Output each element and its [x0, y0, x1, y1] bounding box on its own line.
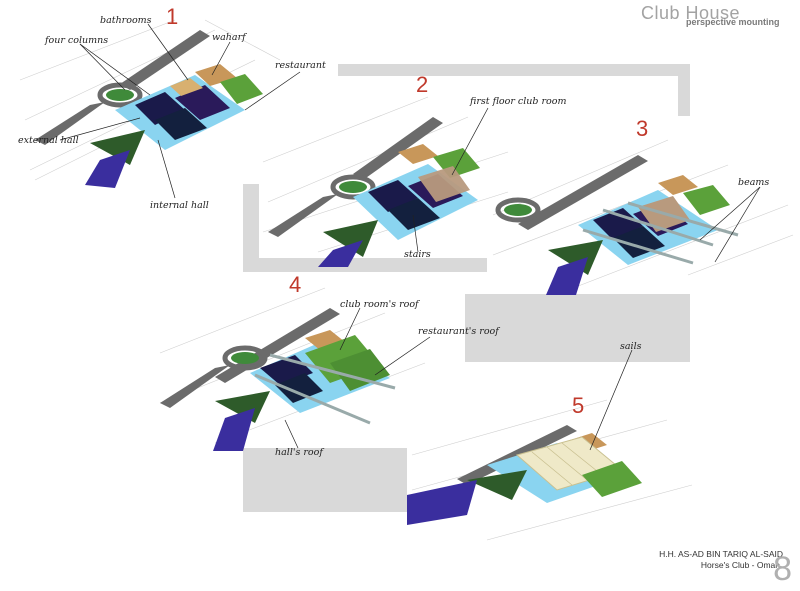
gray-band-right-upper: [678, 64, 690, 116]
label-club-rooms-roof: club room's roof: [340, 299, 419, 310]
site-plan-step-4: [159, 287, 426, 451]
step-number-4: 4: [289, 272, 302, 297]
gray-band-lower: [243, 448, 407, 512]
label-restaurant: restaurant: [275, 60, 326, 71]
label-four-columns: four columns: [45, 35, 109, 46]
gray-band-top: [338, 64, 690, 76]
step-number-3: 3: [636, 116, 649, 141]
label-sails: sails: [620, 341, 642, 352]
interior-b: [175, 85, 230, 120]
label-first-floor-club-room: first floor club room: [470, 96, 567, 107]
client-name: H.H. AS-AD BIN TARIQ AL-SAID: [659, 549, 783, 559]
label-internal-hall: internal hall: [150, 200, 209, 211]
step-number-2: 2: [416, 72, 429, 97]
label-waharf: waharf: [212, 32, 246, 43]
page-subtitle: perspective mounting: [686, 17, 780, 27]
interior-a: [135, 92, 185, 125]
label-halls-roof: hall's roof: [275, 447, 323, 458]
label-beams: beams: [738, 177, 770, 188]
label-external-hall: external hall: [18, 135, 79, 146]
bathrooms-block: [170, 78, 203, 96]
label-stairs: stairs: [404, 249, 431, 260]
water-channel: [85, 150, 130, 188]
label-restaurants-roof: restaurant's roof: [418, 326, 499, 337]
site-plan-step-3: [492, 139, 794, 295]
step-number-1: 1: [166, 4, 179, 29]
gray-band-step2-bottom: [243, 258, 487, 272]
gray-band-left-mid: [243, 184, 259, 272]
gray-band-right-mid: [465, 294, 690, 362]
interior-c: [155, 108, 207, 140]
page-title: Club House: [641, 3, 741, 23]
site-plan-step-2: [262, 96, 509, 267]
step-number-5: 5: [572, 393, 585, 418]
project-name: Horse's Club - Oman: [700, 560, 780, 570]
label-bathrooms: bathrooms: [100, 15, 152, 26]
site-plan-step-5: [407, 399, 693, 541]
page-number: 8: [773, 550, 792, 588]
